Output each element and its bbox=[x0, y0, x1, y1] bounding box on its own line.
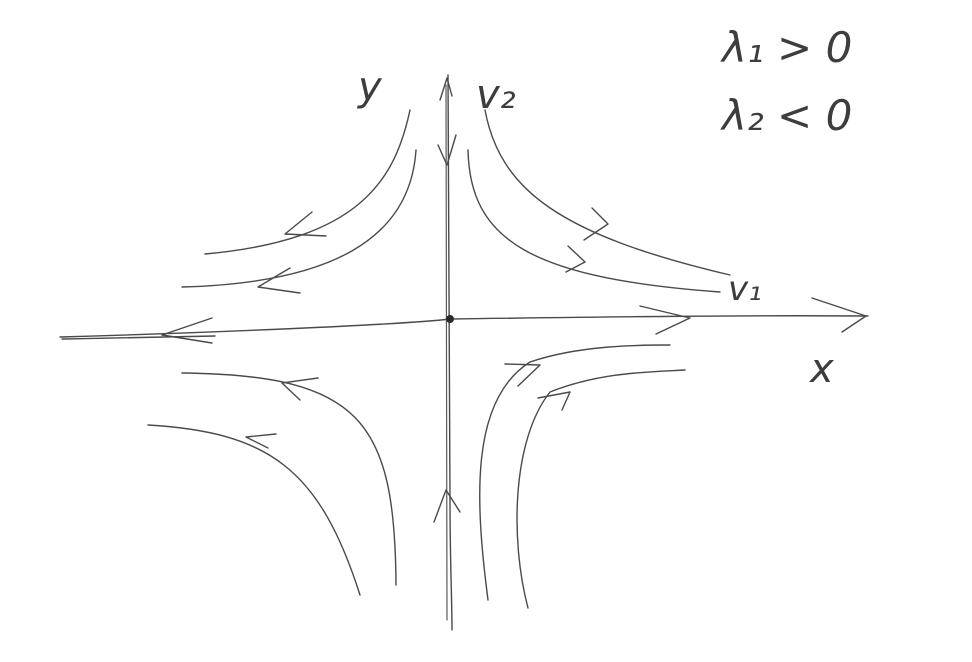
arrow-ul-1 bbox=[284, 211, 327, 237]
arrow-lr-1 bbox=[504, 363, 541, 387]
arrow-ur-2 bbox=[565, 245, 586, 273]
condition-lambda-1: λ₁ > 0 bbox=[720, 23, 852, 72]
label-eigvec-1: v₁ bbox=[728, 269, 762, 309]
y-axis-arrow-top bbox=[439, 77, 453, 101]
label-y-axis: y bbox=[357, 64, 383, 110]
y-axis-arrow-upper bbox=[437, 134, 457, 166]
arrow-ll-1 bbox=[281, 377, 319, 401]
arrow-ur-1 bbox=[583, 207, 609, 241]
origin-point bbox=[446, 315, 454, 323]
label-eigvec-2: v₂ bbox=[476, 72, 516, 118]
label-x-axis: x bbox=[808, 346, 834, 392]
trajectory-lower-right bbox=[479, 344, 686, 609]
arrow-ul-2 bbox=[257, 267, 301, 294]
arrow-lr-2 bbox=[537, 391, 571, 411]
arrow-ll-2 bbox=[245, 433, 277, 449]
x-axis-arrow-left bbox=[161, 317, 213, 344]
trajectory-upper-left bbox=[181, 109, 417, 294]
y-axis bbox=[433, 74, 461, 631]
trajectory-lower-left bbox=[147, 372, 397, 596]
condition-lambda-2: λ₂ < 0 bbox=[720, 91, 852, 140]
y-axis-arrow-lower bbox=[433, 489, 461, 523]
x-axis-arrow-right bbox=[811, 297, 867, 333]
trajectory-upper-right bbox=[467, 109, 731, 293]
x-axis-arrow-mid bbox=[639, 305, 691, 335]
